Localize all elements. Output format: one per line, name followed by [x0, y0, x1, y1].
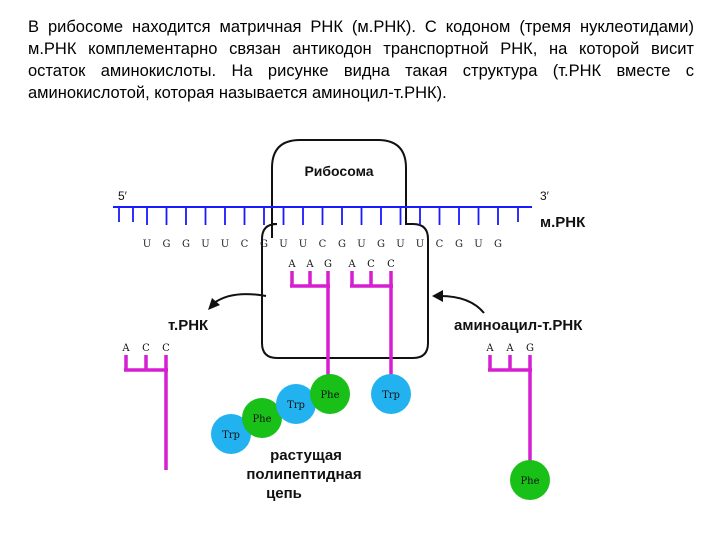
five-prime-end: 5′	[118, 189, 128, 203]
chain-aa-2-label: Phe	[252, 414, 271, 425]
mrna-base: U	[357, 239, 365, 250]
departing-trna: A C C	[121, 343, 170, 470]
mrna-base: G	[182, 239, 190, 250]
site2-trna: A C C	[347, 259, 395, 378]
chain-aa-1-label: Trp	[222, 430, 240, 441]
mrna-base: U	[201, 239, 209, 250]
mrna-base: G	[163, 239, 171, 250]
trna-entry-arrow	[432, 290, 485, 314]
chain-caption-line-3: цепь	[266, 485, 302, 502]
amino-acid-chain-3: Trp	[276, 384, 316, 424]
mrna-base: U	[474, 239, 482, 250]
mrna-label: м.РНК	[540, 214, 586, 231]
ribosome-label: Рибосома	[304, 163, 373, 179]
incoming-aa-label: Phe	[520, 476, 539, 487]
left-anticodon-base-3: C	[162, 343, 170, 354]
mrna-teeth	[118, 207, 519, 225]
site2-aa-label: Trp	[382, 390, 400, 401]
left-anticodon-base-2: C	[142, 343, 150, 354]
mrna-base: U	[279, 239, 287, 250]
mrna-base: G	[494, 239, 502, 250]
left-anticodon-base-1: A	[121, 343, 130, 354]
right-anticodon-base-2: A	[505, 343, 514, 354]
mrna-base: C	[436, 239, 444, 250]
left-trna-label: т.РНК	[168, 317, 209, 334]
site1-trna: A A G	[287, 259, 332, 378]
mrna-base: G	[260, 239, 268, 250]
site1-anticodon-base-1: A	[287, 259, 296, 270]
mrna-base: G	[338, 239, 346, 250]
site2-anticodon-base-3: C	[387, 259, 395, 270]
right-anticodon-base-3: G	[526, 343, 534, 354]
mrna-base: U	[396, 239, 404, 250]
mrna-base: C	[319, 239, 327, 250]
amino-acid-chain-1: Trp	[211, 414, 251, 454]
intro-paragraph: В рибосоме находится матричная РНК (м.РН…	[28, 18, 694, 102]
amino-acid-site1: Phe	[310, 374, 350, 414]
right-anticodon-base-1: A	[485, 343, 494, 354]
amino-acid-incoming: Phe	[510, 460, 550, 500]
mrna-base: U	[416, 239, 424, 250]
mrna-base: U	[221, 239, 229, 250]
site2-anticodon-base-1: A	[347, 259, 356, 270]
right-trna-label: аминоацил-т.РНК	[454, 317, 583, 334]
site1-aa-label: Phe	[320, 390, 339, 401]
chain-caption-line-1: растущая	[270, 447, 342, 464]
amino-acid-site2: Trp	[371, 374, 411, 414]
mrna-base: U	[299, 239, 307, 250]
site1-anticodon-base-3: G	[324, 259, 332, 270]
ribosome-outline	[261, 139, 429, 359]
mrna-base: U	[143, 239, 151, 250]
site1-anticodon-base-2: A	[305, 259, 314, 270]
incoming-aminoacyl-trna: A A G	[485, 343, 534, 462]
trna-exit-arrow	[208, 293, 267, 310]
chain-caption-line-2: полипептидная	[246, 466, 361, 483]
mrna-base: G	[455, 239, 463, 250]
amino-acid-chain-2: Phe	[242, 398, 282, 438]
chain-aa-3-label: Trp	[287, 400, 305, 411]
mrna-base: G	[377, 239, 385, 250]
three-prime-end: 3′	[540, 189, 550, 203]
mrna-base: C	[241, 239, 249, 250]
site2-anticodon-base-2: C	[367, 259, 375, 270]
